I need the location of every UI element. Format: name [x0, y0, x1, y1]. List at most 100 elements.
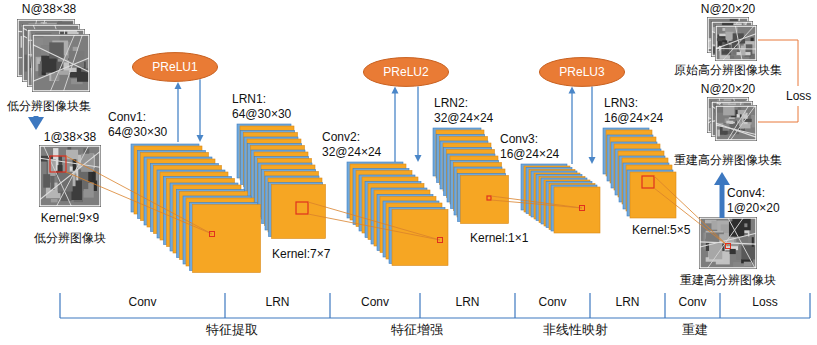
leader-line: [758, 106, 798, 122]
tile-frame: [699, 217, 756, 268]
feature-map: [554, 187, 600, 233]
conv-layer: Conv2: 32@24×24: [348, 162, 449, 267]
lrn-layer: LRN3: 16@24×24: [604, 128, 677, 219]
output-patch: Conv4: 1@20×20重建高分辨图像块: [677, 218, 779, 290]
satellite-tile: [32, 34, 89, 91]
tile-ground: [40, 146, 100, 206]
kernel-size: Kernel:1×1: [470, 231, 528, 246]
phase-name: 重建: [682, 322, 708, 338]
tile-road: [57, 146, 89, 206]
arrow-head: [569, 87, 576, 94]
connector-line: [720, 182, 725, 218]
arrow-head: [392, 87, 399, 94]
arrow-connector: [569, 87, 576, 164]
node-heading: N@20×20: [671, 82, 785, 97]
activation-ellipse: PReLU3: [539, 57, 625, 87]
tile-frame: [40, 146, 100, 206]
image-set: N@20×20原始高分辨图像块集: [671, 2, 785, 80]
tile-road: [716, 48, 756, 50]
tile-road: [716, 123, 756, 137]
arrow-connector: [415, 86, 422, 162]
node-heading: LRN1: 64@30×30: [232, 92, 294, 122]
tile-block: [726, 121, 733, 124]
tile-block: [50, 174, 54, 190]
tile-block: [66, 150, 78, 160]
bar-tick: [419, 293, 420, 318]
tile-ground: [33, 35, 89, 91]
connector-line: [571, 92, 572, 164]
feature-map-stack: [347, 162, 448, 266]
lrn-layer: LRN2: 32@24×24: [434, 128, 509, 224]
activation-ellipse: PReLU2: [363, 57, 449, 87]
tile-block: [722, 28, 725, 31]
activation-name: PReLU1: [152, 60, 197, 75]
phase-name: 非线性映射: [543, 322, 608, 338]
feature-map: [272, 185, 326, 239]
satellite-tile: [715, 25, 756, 60]
kernel-window: [642, 176, 654, 188]
kernel-window: [296, 202, 308, 214]
tile-block: [738, 107, 741, 110]
lrn-layer: LRN1: 64@30×30: [238, 124, 326, 240]
arrow-head: [175, 82, 182, 89]
node-heading: N@38×38: [4, 2, 94, 17]
feature-map: [630, 172, 676, 218]
activation-ellipse: PReLU1: [132, 52, 218, 82]
connector-line: [394, 92, 395, 162]
tile-road: [708, 218, 744, 268]
connector-line: [417, 86, 418, 156]
activation-name: PReLU3: [559, 65, 604, 80]
node-heading: N@20×20: [671, 2, 785, 17]
stage-name: Loss: [752, 295, 777, 310]
feature-map-stack: [603, 128, 676, 218]
tile-frame: [716, 26, 756, 60]
tile-frame: [716, 106, 756, 140]
bar-tick: [514, 293, 515, 318]
satellite-tile: [699, 217, 756, 268]
stage-name: Conv: [361, 295, 389, 310]
tile-block: [71, 72, 77, 76]
ellipse-shape: [132, 53, 217, 82]
stage-name: LRN: [265, 295, 289, 310]
ellipse-shape: [539, 58, 624, 87]
tile-frame: [715, 25, 756, 60]
arrow-connector: [392, 87, 399, 162]
tile-frame: [700, 218, 756, 268]
node-heading: LRN2: 32@24×24: [434, 96, 496, 126]
satellite-tile: [39, 145, 100, 206]
tile-block: [744, 262, 752, 267]
kernel-size: Kernel:9×9: [41, 211, 99, 226]
bar-tick: [719, 293, 720, 318]
stage-name: Conv: [678, 295, 706, 310]
node-caption: 重建高分辨图像块: [677, 273, 779, 288]
stage-bar: [60, 293, 810, 318]
projection-line: [654, 188, 728, 246]
bar-tick: [809, 293, 810, 318]
tile-road: [40, 158, 100, 167]
kernel-size: Kernel:7×7: [272, 247, 330, 262]
tile-block: [43, 174, 50, 188]
feature-map: [461, 176, 509, 224]
bar-line: [60, 317, 810, 318]
image-set: N@38×38 低分辨图像块集: [4, 2, 94, 116]
tile-road: [33, 58, 89, 81]
arrow-connector: [175, 82, 182, 142]
kernel-window: [487, 196, 491, 200]
kernel-target: [580, 206, 585, 211]
node-heading: 1@38×38: [20, 130, 120, 145]
node-caption: 低分辨图像块集: [4, 99, 94, 114]
image-set: N@20×20重建高分辨图像块集: [671, 82, 785, 172]
node-heading: Conv4: 1@20×20: [727, 186, 789, 216]
tile-frame: [32, 34, 89, 91]
image-group: [17, 17, 756, 268]
phase-name: 特征提取: [206, 322, 258, 338]
tile-ground: [716, 106, 756, 140]
tile-block: [723, 106, 734, 115]
phase-name: 特征增强: [391, 322, 443, 338]
feature-map-stack: [521, 164, 600, 233]
tile-block: [737, 114, 740, 117]
feature-map: [193, 205, 261, 273]
